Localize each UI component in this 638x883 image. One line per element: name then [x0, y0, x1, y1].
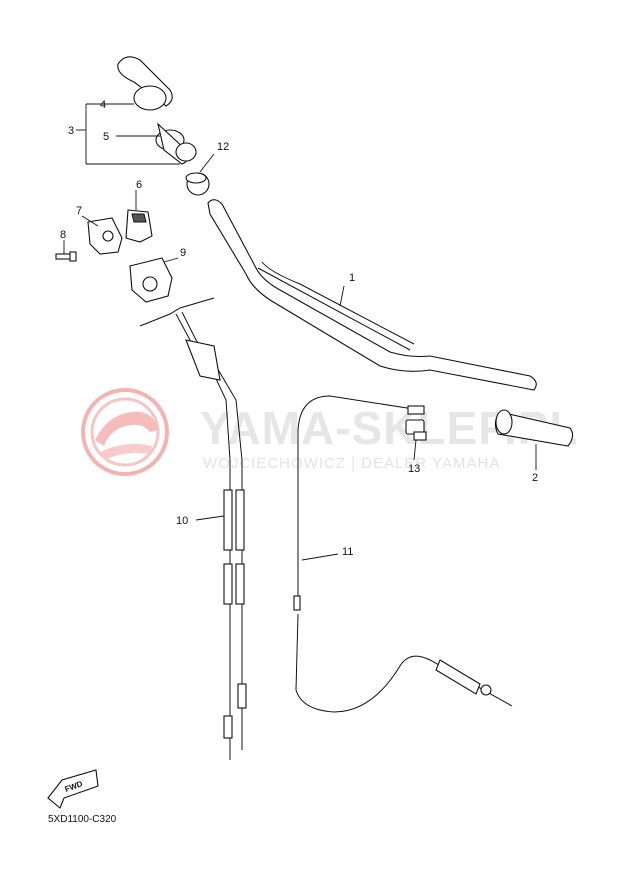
callout-10: 10: [176, 515, 188, 527]
adjuster-bolt: [405, 419, 427, 441]
watermark-logo: [81, 388, 169, 476]
callout-3: 3: [68, 125, 74, 137]
watermark-subtitle: WOJCIECHOWICZ | DEALER YAMAHA: [203, 455, 500, 472]
throttle-housing: [129, 257, 173, 303]
callout-11: 11: [342, 546, 353, 558]
callout-2: 2: [532, 472, 538, 484]
callout-4: 4: [100, 99, 106, 111]
callout-5: 5: [103, 131, 109, 143]
handlebar: [207, 199, 537, 391]
callout-7: 7: [76, 205, 82, 217]
switch-housing-upper: [125, 209, 153, 243]
clutch-cable: [293, 395, 513, 713]
leader-lines: [63, 103, 537, 561]
callout-1: 1: [349, 272, 355, 284]
screw: [55, 251, 77, 262]
throttle-grip-assembly: [117, 56, 197, 165]
throttle-cables: [139, 297, 247, 760]
callout-9: 9: [180, 247, 186, 259]
callout-6: 6: [136, 179, 142, 191]
collar: [185, 172, 210, 196]
switch-housing-lower: [87, 217, 123, 255]
callout-12: 12: [217, 141, 229, 153]
watermark: YAMA-SKLEP.PL WOJCIECHOWICZ | DEALER YAM…: [81, 388, 578, 476]
callout-labels: 1 2 3 4 5 6 7 8 9 10 11 12 13: [60, 99, 538, 558]
callout-8: 8: [60, 229, 66, 241]
callout-13: 13: [408, 463, 420, 475]
diagram-code: 5XD1100-C320: [48, 814, 117, 825]
left-grip: [494, 409, 574, 447]
fwd-arrow-icon: FWD: [47, 769, 99, 809]
